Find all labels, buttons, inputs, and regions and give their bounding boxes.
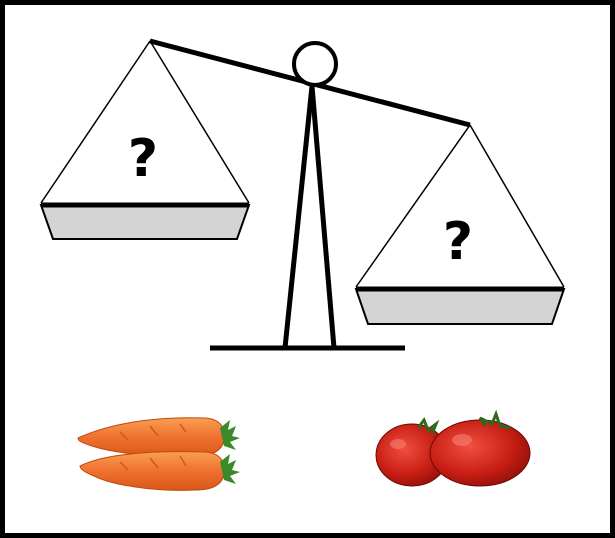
- carrot-top: [78, 418, 240, 457]
- scale-pivot: [294, 43, 336, 85]
- right-pan-string-right: [470, 125, 564, 287]
- left-pan-question-mark: ?: [128, 129, 158, 189]
- right-pan: ?: [356, 125, 564, 324]
- tomatoes-image: [376, 414, 530, 486]
- right-pan-tray: [356, 289, 564, 324]
- carrot-leaf-icon: [220, 420, 240, 450]
- stand-leg-left: [285, 86, 312, 348]
- tomato-right: [430, 414, 530, 486]
- carrot-leaf-icon: [220, 454, 240, 484]
- carrot-bottom: [80, 452, 240, 491]
- carrots-image: [78, 418, 240, 491]
- stand-leg-right: [312, 86, 334, 348]
- left-pan: ?: [41, 41, 249, 239]
- right-pan-question-mark: ?: [443, 212, 473, 272]
- left-pan-tray: [41, 205, 249, 239]
